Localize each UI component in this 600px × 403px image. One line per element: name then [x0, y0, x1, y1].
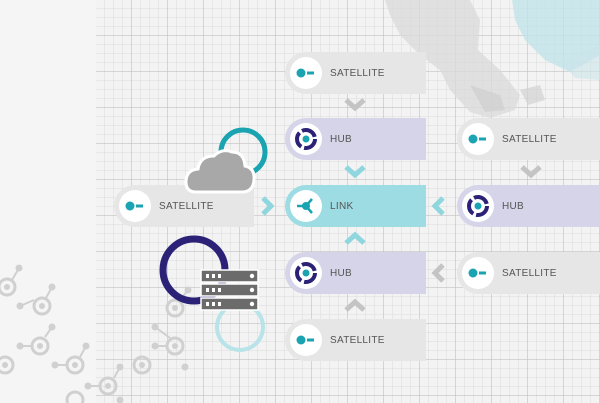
satellite-key-icon — [290, 57, 322, 89]
satellite-node-right-top[interactable]: SATELLITE — [457, 118, 600, 160]
satellite-key-icon — [290, 324, 322, 356]
node-label: LINK — [330, 200, 354, 212]
arrow-right-teal — [261, 196, 275, 216]
link-node-icon — [290, 190, 322, 222]
link-node-center[interactable]: LINK — [285, 185, 426, 227]
hub-ring-icon — [462, 190, 494, 222]
node-label: SATELLITE — [330, 67, 385, 79]
satellite-node-bottom[interactable]: SATELLITE — [285, 319, 426, 361]
satellite-node-right-bottom[interactable]: SATELLITE — [457, 252, 600, 294]
node-label: SATELLITE — [159, 200, 214, 212]
node-label: HUB — [330, 267, 353, 279]
arrow-down-gray-right — [520, 165, 542, 179]
node-label: SATELLITE — [330, 334, 385, 346]
hub-node-top[interactable]: HUB — [285, 118, 426, 160]
arrow-down-teal — [344, 165, 366, 179]
satellite-node-top[interactable]: SATELLITE — [285, 52, 426, 94]
node-label: HUB — [502, 200, 525, 212]
arrow-up-gray — [344, 298, 366, 312]
hub-ring-icon — [290, 257, 322, 289]
arrow-up-teal — [344, 231, 366, 245]
arrow-left-gray — [431, 263, 445, 283]
hub-node-right[interactable]: HUB — [457, 185, 600, 227]
node-label: HUB — [330, 133, 353, 145]
node-label: SATELLITE — [502, 267, 557, 279]
arrow-left-teal — [431, 196, 445, 216]
satellite-key-icon — [119, 190, 151, 222]
satellite-key-icon — [462, 123, 494, 155]
arrow-down-gray — [344, 98, 366, 112]
hub-node-bottom[interactable]: HUB — [285, 252, 426, 294]
satellite-key-icon — [462, 257, 494, 289]
hub-ring-icon — [290, 123, 322, 155]
node-label: SATELLITE — [502, 133, 557, 145]
